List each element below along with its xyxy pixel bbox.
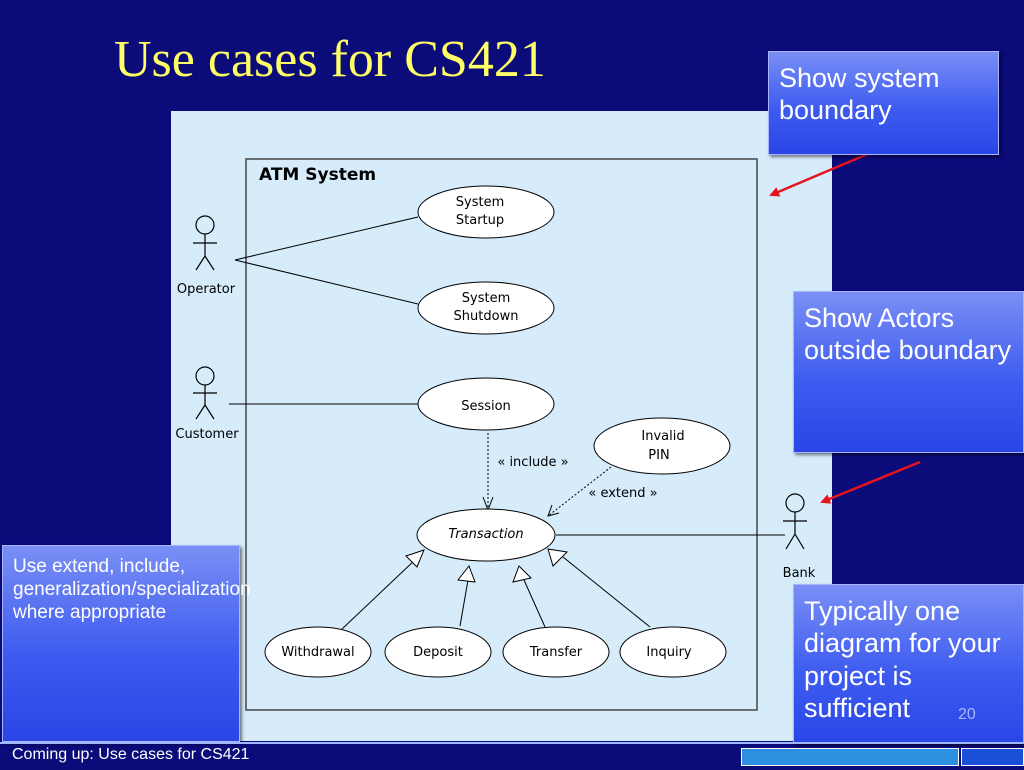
svg-text:System: System xyxy=(456,195,504,210)
page-number: 20 xyxy=(958,706,976,723)
use-case-system-startup: System Startup xyxy=(417,185,555,239)
actor-customer xyxy=(193,366,217,420)
callout-actors-outside: Show Actors outside boundary xyxy=(793,291,1024,453)
footer-bar-right xyxy=(961,748,1024,766)
use-case-transaction: Transaction xyxy=(416,508,556,562)
system-name: ATM System xyxy=(259,165,376,185)
actor-operator xyxy=(193,215,217,271)
svg-text:System: System xyxy=(462,291,510,306)
associations xyxy=(229,216,785,536)
system-boundary xyxy=(245,158,758,711)
svg-text:Startup: Startup xyxy=(456,213,504,228)
use-case-inquiry: Inquiry xyxy=(619,626,727,678)
footer: Coming up: Use cases for CS421 xyxy=(0,742,1024,770)
svg-text:Deposit: Deposit xyxy=(413,645,463,660)
use-case-transfer: Transfer xyxy=(502,626,610,678)
actor-bank-label: Bank xyxy=(783,566,816,581)
extend-label: « extend » xyxy=(588,486,657,501)
svg-text:PIN: PIN xyxy=(648,448,669,463)
boundary-arrow xyxy=(769,151,871,197)
use-case-deposit: Deposit xyxy=(384,626,492,678)
use-case-system-shutdown: System Shutdown xyxy=(417,281,555,335)
actor-customer-label: Customer xyxy=(175,427,239,442)
actor-arrow xyxy=(820,460,921,504)
footer-text: Coming up: Use cases for CS421 xyxy=(12,746,250,763)
svg-text:Session: Session xyxy=(461,399,511,414)
actor-bank xyxy=(783,493,807,550)
extend-arrowhead xyxy=(547,504,560,517)
callout-one-diagram: Typically one diagram for your project i… xyxy=(793,584,1024,744)
footer-bar-left xyxy=(741,748,959,766)
svg-text:Transfer: Transfer xyxy=(529,645,583,660)
include-label: « include » xyxy=(497,455,568,470)
svg-text:Withdrawal: Withdrawal xyxy=(281,645,354,660)
callout-system-boundary: Show system boundary xyxy=(768,51,999,155)
svg-text:Transaction: Transaction xyxy=(448,527,523,542)
use-case-withdrawal: Withdrawal xyxy=(264,626,372,678)
svg-text:Shutdown: Shutdown xyxy=(454,309,519,324)
extend-line xyxy=(547,466,612,517)
use-case-invalid-pin: Invalid PIN xyxy=(593,417,731,475)
svg-text:Inquiry: Inquiry xyxy=(646,645,692,660)
generalizations xyxy=(341,548,651,630)
slide-title: Use cases for CS421 xyxy=(114,31,546,88)
actor-operator-label: Operator xyxy=(177,282,236,297)
use-case-session: Session xyxy=(417,377,555,431)
svg-text:Invalid: Invalid xyxy=(641,429,684,444)
callout-extend-include: Use extend, include, generalization/spec… xyxy=(2,545,251,742)
